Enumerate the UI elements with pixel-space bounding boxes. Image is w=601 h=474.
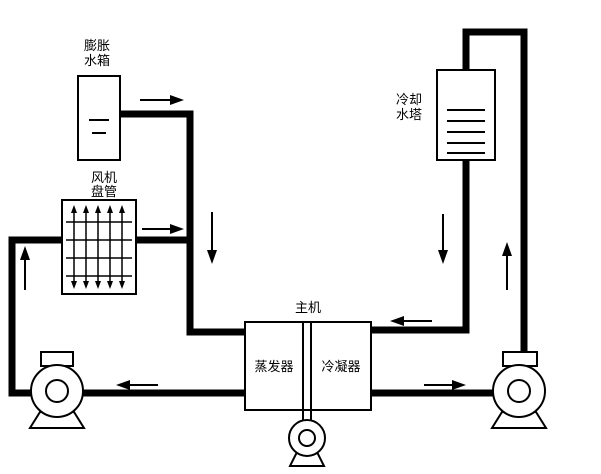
flow-arrow-left	[390, 316, 432, 326]
flow-arrow-up	[502, 242, 512, 290]
expansion-tank-label-1: 膨胀	[84, 39, 110, 54]
fan-coil: 风机 盘管	[61, 171, 137, 295]
condenser-label: 冷凝器	[321, 359, 360, 375]
main-unit-pump	[288, 419, 326, 467]
chilled-water-pump	[28, 351, 86, 429]
expansion-tank: 膨胀 水箱	[77, 39, 121, 161]
fan-coil-body	[61, 199, 137, 295]
cooling-tower-inlet-pipe	[462, 28, 528, 354]
pump-discharge-flange	[40, 351, 74, 367]
flow-arrow-down	[438, 214, 448, 264]
cooling-tower-label-2: 水塔	[396, 108, 422, 123]
main-unit-label: 主机	[295, 301, 321, 316]
pump-housing	[492, 364, 546, 418]
main-unit: 主机 蒸发器 冷凝器	[244, 301, 372, 420]
chilled-water-return-pipe	[8, 236, 62, 397]
chilled-water-supply-pipe	[120, 110, 245, 336]
fan-coil-label-2: 盘管	[91, 184, 117, 200]
pump-housing	[30, 364, 84, 418]
fan-coil-grid	[66, 205, 132, 289]
cooling-tower: 冷却 水塔	[396, 69, 496, 161]
flow-arrow-left	[116, 380, 158, 390]
cooling-tower-body	[436, 69, 496, 161]
flow-arrow-down	[207, 212, 217, 264]
cooling-tower-outlet-pipe	[371, 160, 470, 334]
pump-impeller	[507, 379, 531, 403]
expansion-tank-body	[77, 75, 121, 161]
cooling-water-pump	[490, 351, 548, 429]
fan-coil-label-1: 风机	[91, 171, 117, 186]
flow-arrow-up	[20, 246, 30, 290]
pump-impeller	[45, 379, 69, 403]
cooling-tower-louvers	[447, 109, 485, 154]
pump-housing	[288, 419, 326, 457]
main-unit-body	[244, 321, 372, 411]
flow-arrow-right	[140, 95, 184, 105]
flow-arrow-right	[142, 224, 184, 234]
pump-impeller	[298, 429, 316, 447]
expansion-tank-label-2: 水箱	[84, 53, 110, 69]
flow-arrow-right	[424, 380, 466, 390]
cooling-tower-label-1: 冷却	[396, 93, 422, 108]
pipes	[8, 28, 528, 397]
evaporator-label: 蒸发器	[254, 359, 293, 375]
pump-discharge-flange	[502, 351, 538, 367]
flow-arrows	[20, 95, 512, 390]
